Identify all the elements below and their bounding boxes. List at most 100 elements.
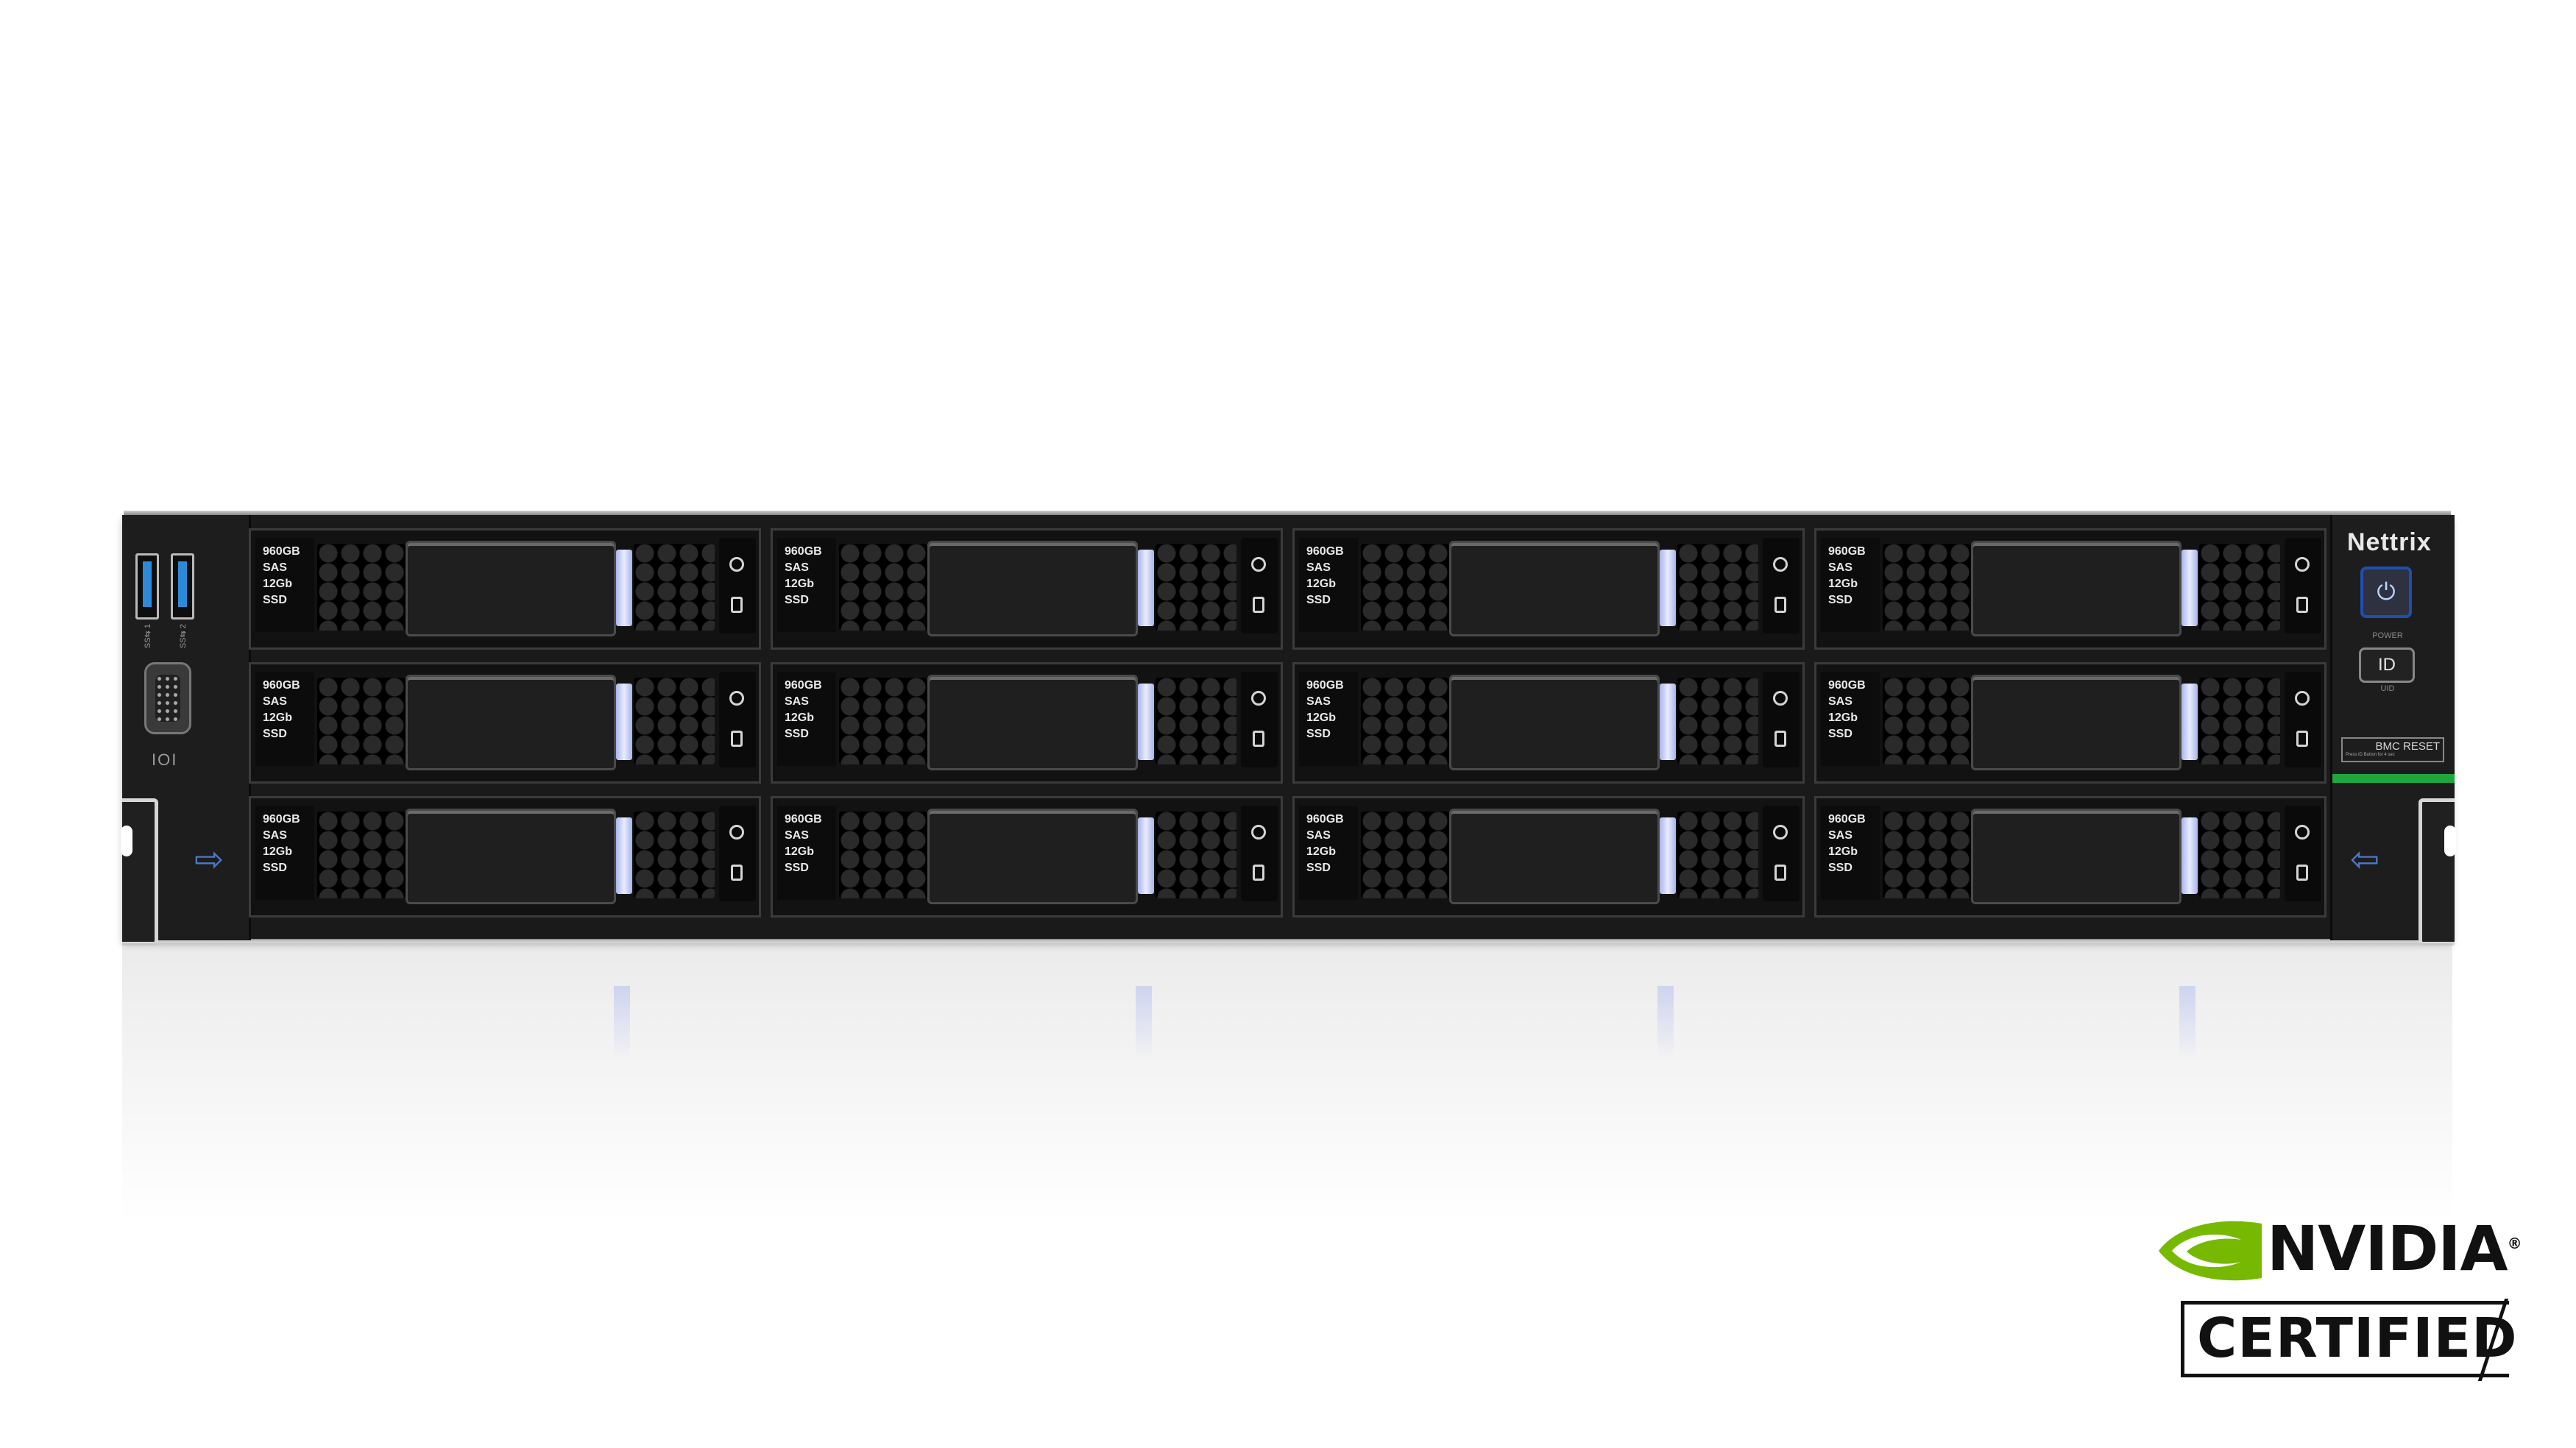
nvidia-brand: NVIDIA [2267,1213,2508,1285]
drive-release-latch[interactable] [1660,684,1676,760]
vent-mesh [1156,544,1236,631]
drive-type: SSD [1828,728,1853,740]
drive-status-icon [731,597,743,613]
drive-release-latch[interactable] [1660,550,1676,626]
drive-release-latch[interactable] [1138,550,1154,626]
drive-release-latch[interactable] [2182,684,2198,760]
uid-label: UID [2380,684,2395,693]
drive-type: SSD [1306,728,1331,740]
drive-status-column [1241,538,1278,634]
drive-carrier-panel [1449,541,1660,636]
activity-led-icon [729,825,744,840]
drive-speed: 12Gb [785,578,815,590]
vent-mesh [1361,678,1449,764]
drive-carrier-panel [927,675,1138,770]
right-rack-ear: Nettrix ⏻ POWER ID UID BMC RESET Press I… [2330,515,2456,945]
drive-status-icon [1253,597,1264,613]
drive-capacity: 960GB [1306,545,1344,558]
drive-capacity: 960GB [785,679,822,692]
drive-interface: SAS [785,561,809,574]
vent-mesh [1677,812,1758,898]
drive-type: SSD [785,862,809,874]
left-rack-ear: SS⇆ 1 SS⇆ 2 IOI ⇨ [121,515,251,945]
arrow-right-icon: ⇨ [194,840,224,879]
drive-status-column [719,806,756,901]
power-button[interactable]: ⏻ [2360,567,2412,618]
drive-interface: SAS [1828,695,1853,708]
usb-port-1[interactable] [135,553,159,620]
drive-interface: SAS [263,695,287,708]
drive-status-column [1241,672,1278,767]
drive-release-latch[interactable] [1660,817,1676,894]
drive-status-icon [731,731,743,747]
drive-status-icon [1253,731,1264,747]
drive-release-latch[interactable] [2182,550,2198,626]
left-rack-handle[interactable] [121,798,158,945]
drive-capacity: 960GB [1828,679,1866,692]
drive-release-latch[interactable] [1138,817,1154,894]
drive-speed: 12Gb [1828,578,1858,590]
bmc-reset-panel[interactable]: BMC RESET Press ID Button for 4 sec [2341,737,2444,762]
drive-status-column [1763,806,1800,901]
drive-interface: SAS [1828,561,1853,574]
right-rack-handle[interactable] [2418,798,2456,945]
activity-led-icon [729,691,744,706]
nvidia-eye-icon [2159,1221,2262,1281]
power-icon: ⏻ [2377,578,2396,605]
vent-mesh [317,678,406,764]
drive-release-latch[interactable] [1138,684,1154,760]
drive-release-latch[interactable] [616,684,632,760]
vga-port[interactable] [144,662,191,734]
usb-port-2[interactable] [171,553,194,620]
drive-speed: 12Gb [263,845,293,858]
drive-carrier-panel [1971,809,2182,904]
drive-type: SSD [1828,862,1853,874]
drive-speed: 12Gb [263,711,293,724]
vent-mesh [1883,544,1971,631]
arrow-left-icon: ⇦ [2350,840,2380,879]
drive-status-icon [2296,597,2308,613]
drive-release-latch[interactable] [616,550,632,626]
drive-type: SSD [785,728,809,740]
drive-carrier-panel [1449,809,1660,904]
drive-interface: SAS [1306,695,1331,708]
drive-type: SSD [1828,594,1853,606]
drive-interface: SAS [1306,561,1331,574]
drive-speed: 12Gb [785,711,815,724]
activity-led-icon [2295,691,2310,706]
drive-status-column [2285,806,2321,901]
uid-button[interactable]: ID [2359,647,2415,683]
drive-status-column [2285,538,2321,634]
drive-carrier-panel [1971,675,2182,770]
certified-badge-frame [2181,1301,2509,1377]
vent-mesh [839,678,927,764]
drive-status-column [1763,672,1800,767]
bmc-reset-note: Press ID Button for 4 sec [2346,753,2395,757]
drive-capacity: 960GB [785,813,822,826]
drive-status-icon [731,865,743,881]
drive-carrier-panel [927,809,1138,904]
drive-release-latch[interactable] [616,817,632,894]
activity-led-icon [1251,557,1266,572]
drive-release-latch[interactable] [2182,817,2198,894]
bmc-reset-label: BMC RESET [2375,740,2440,753]
drive-interface: SAS [785,829,809,842]
vent-mesh [1156,812,1236,898]
